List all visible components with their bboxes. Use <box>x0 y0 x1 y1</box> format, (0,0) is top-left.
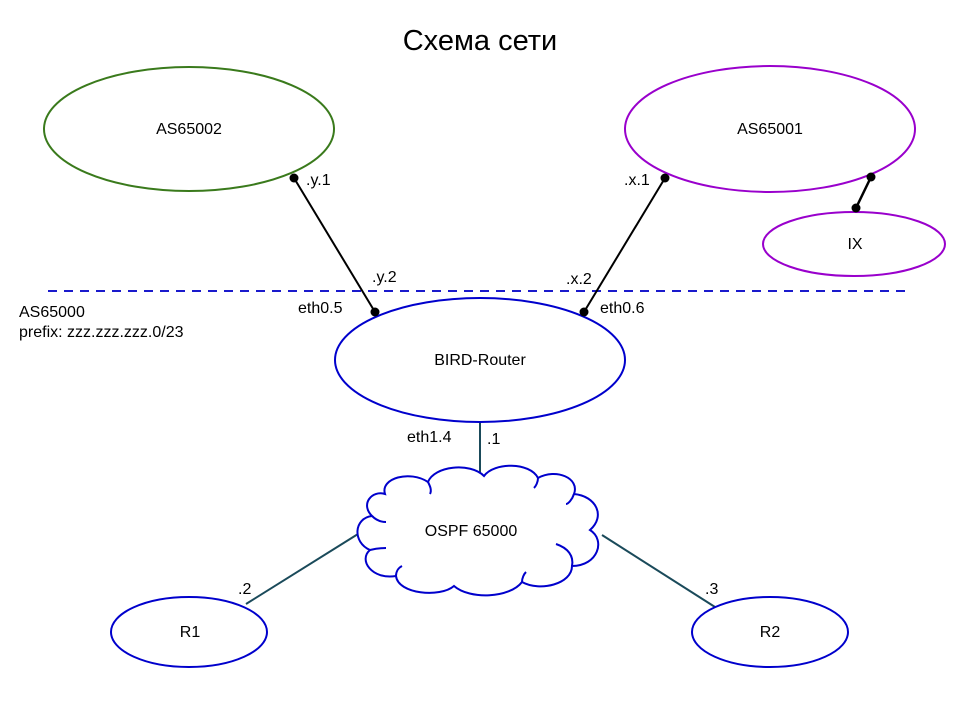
local-as-prefix: prefix: zzz.zzz.zzz.0/23 <box>19 324 184 341</box>
endpoint-dot <box>579 307 589 317</box>
link-as65002-bird[interactable] <box>293 177 376 313</box>
eth05-iface-label: eth0.5 <box>298 300 343 317</box>
as65001-label: AS65001 <box>737 121 803 138</box>
eth06-iface-label: eth0.6 <box>600 300 645 317</box>
r2-label: R2 <box>760 624 781 641</box>
r2-ellipse <box>691 596 849 668</box>
ospf-cloud-detail <box>555 543 574 567</box>
ospf-cloud-label: OSPF 65000 <box>425 523 518 540</box>
bird-router-label: BIRD-Router <box>434 352 526 369</box>
ospf-cloud-detail <box>395 565 403 577</box>
as65002-link-remote-addr: .y.1 <box>306 172 331 189</box>
ospf-cloud-detail <box>369 547 387 551</box>
r1-addr: .2 <box>238 581 251 598</box>
endpoint-dot <box>289 173 299 183</box>
node-ix[interactable]: IX <box>762 211 946 277</box>
r1-ellipse <box>110 596 268 668</box>
endpoint-dot <box>660 173 670 183</box>
ospf-cloud-detail <box>371 515 387 523</box>
r2-addr: .3 <box>705 581 718 598</box>
local-as-name: AS65000 <box>19 304 85 321</box>
as65002-label: AS65002 <box>156 121 222 138</box>
as65002-ellipse <box>43 66 335 192</box>
link-as65001-bird[interactable] <box>583 177 666 313</box>
node-r1[interactable]: R1 <box>110 596 268 668</box>
link-ospf-r1[interactable] <box>245 533 359 605</box>
node-as65001[interactable]: AS65001 <box>624 65 916 193</box>
ospf-cloud-detail <box>427 481 432 495</box>
node-r2[interactable]: R2 <box>691 596 849 668</box>
endpoint-dot <box>370 307 380 317</box>
bird-ospf-addr: .1 <box>487 431 500 448</box>
endpoint-dot <box>866 172 876 182</box>
node-as65002[interactable]: AS65002 <box>43 66 335 192</box>
r1-label: R1 <box>180 624 201 641</box>
as65001-link-local-addr: .x.2 <box>566 271 592 288</box>
link-ospf-r2[interactable] <box>601 534 716 608</box>
node-ospf-cloud[interactable]: OSPF 65000 <box>356 464 600 597</box>
diagram-title: Схема сети <box>403 25 558 57</box>
ospf-cloud-detail <box>565 493 575 505</box>
eth14-iface-label: eth1.4 <box>407 429 452 446</box>
ospf-cloud-detail <box>533 477 539 489</box>
endpoint-dot <box>851 203 861 213</box>
node-bird-router[interactable]: BIRD-Router <box>334 297 626 423</box>
as65002-link-local-addr: .y.2 <box>372 269 397 286</box>
bird-router-ellipse <box>334 297 626 423</box>
ix-label: IX <box>847 236 862 253</box>
as65001-ellipse <box>624 65 916 193</box>
as65001-link-remote-addr: .x.1 <box>624 172 650 189</box>
ospf-cloud-detail <box>521 571 527 583</box>
link-as65001-ix[interactable] <box>854 176 873 209</box>
